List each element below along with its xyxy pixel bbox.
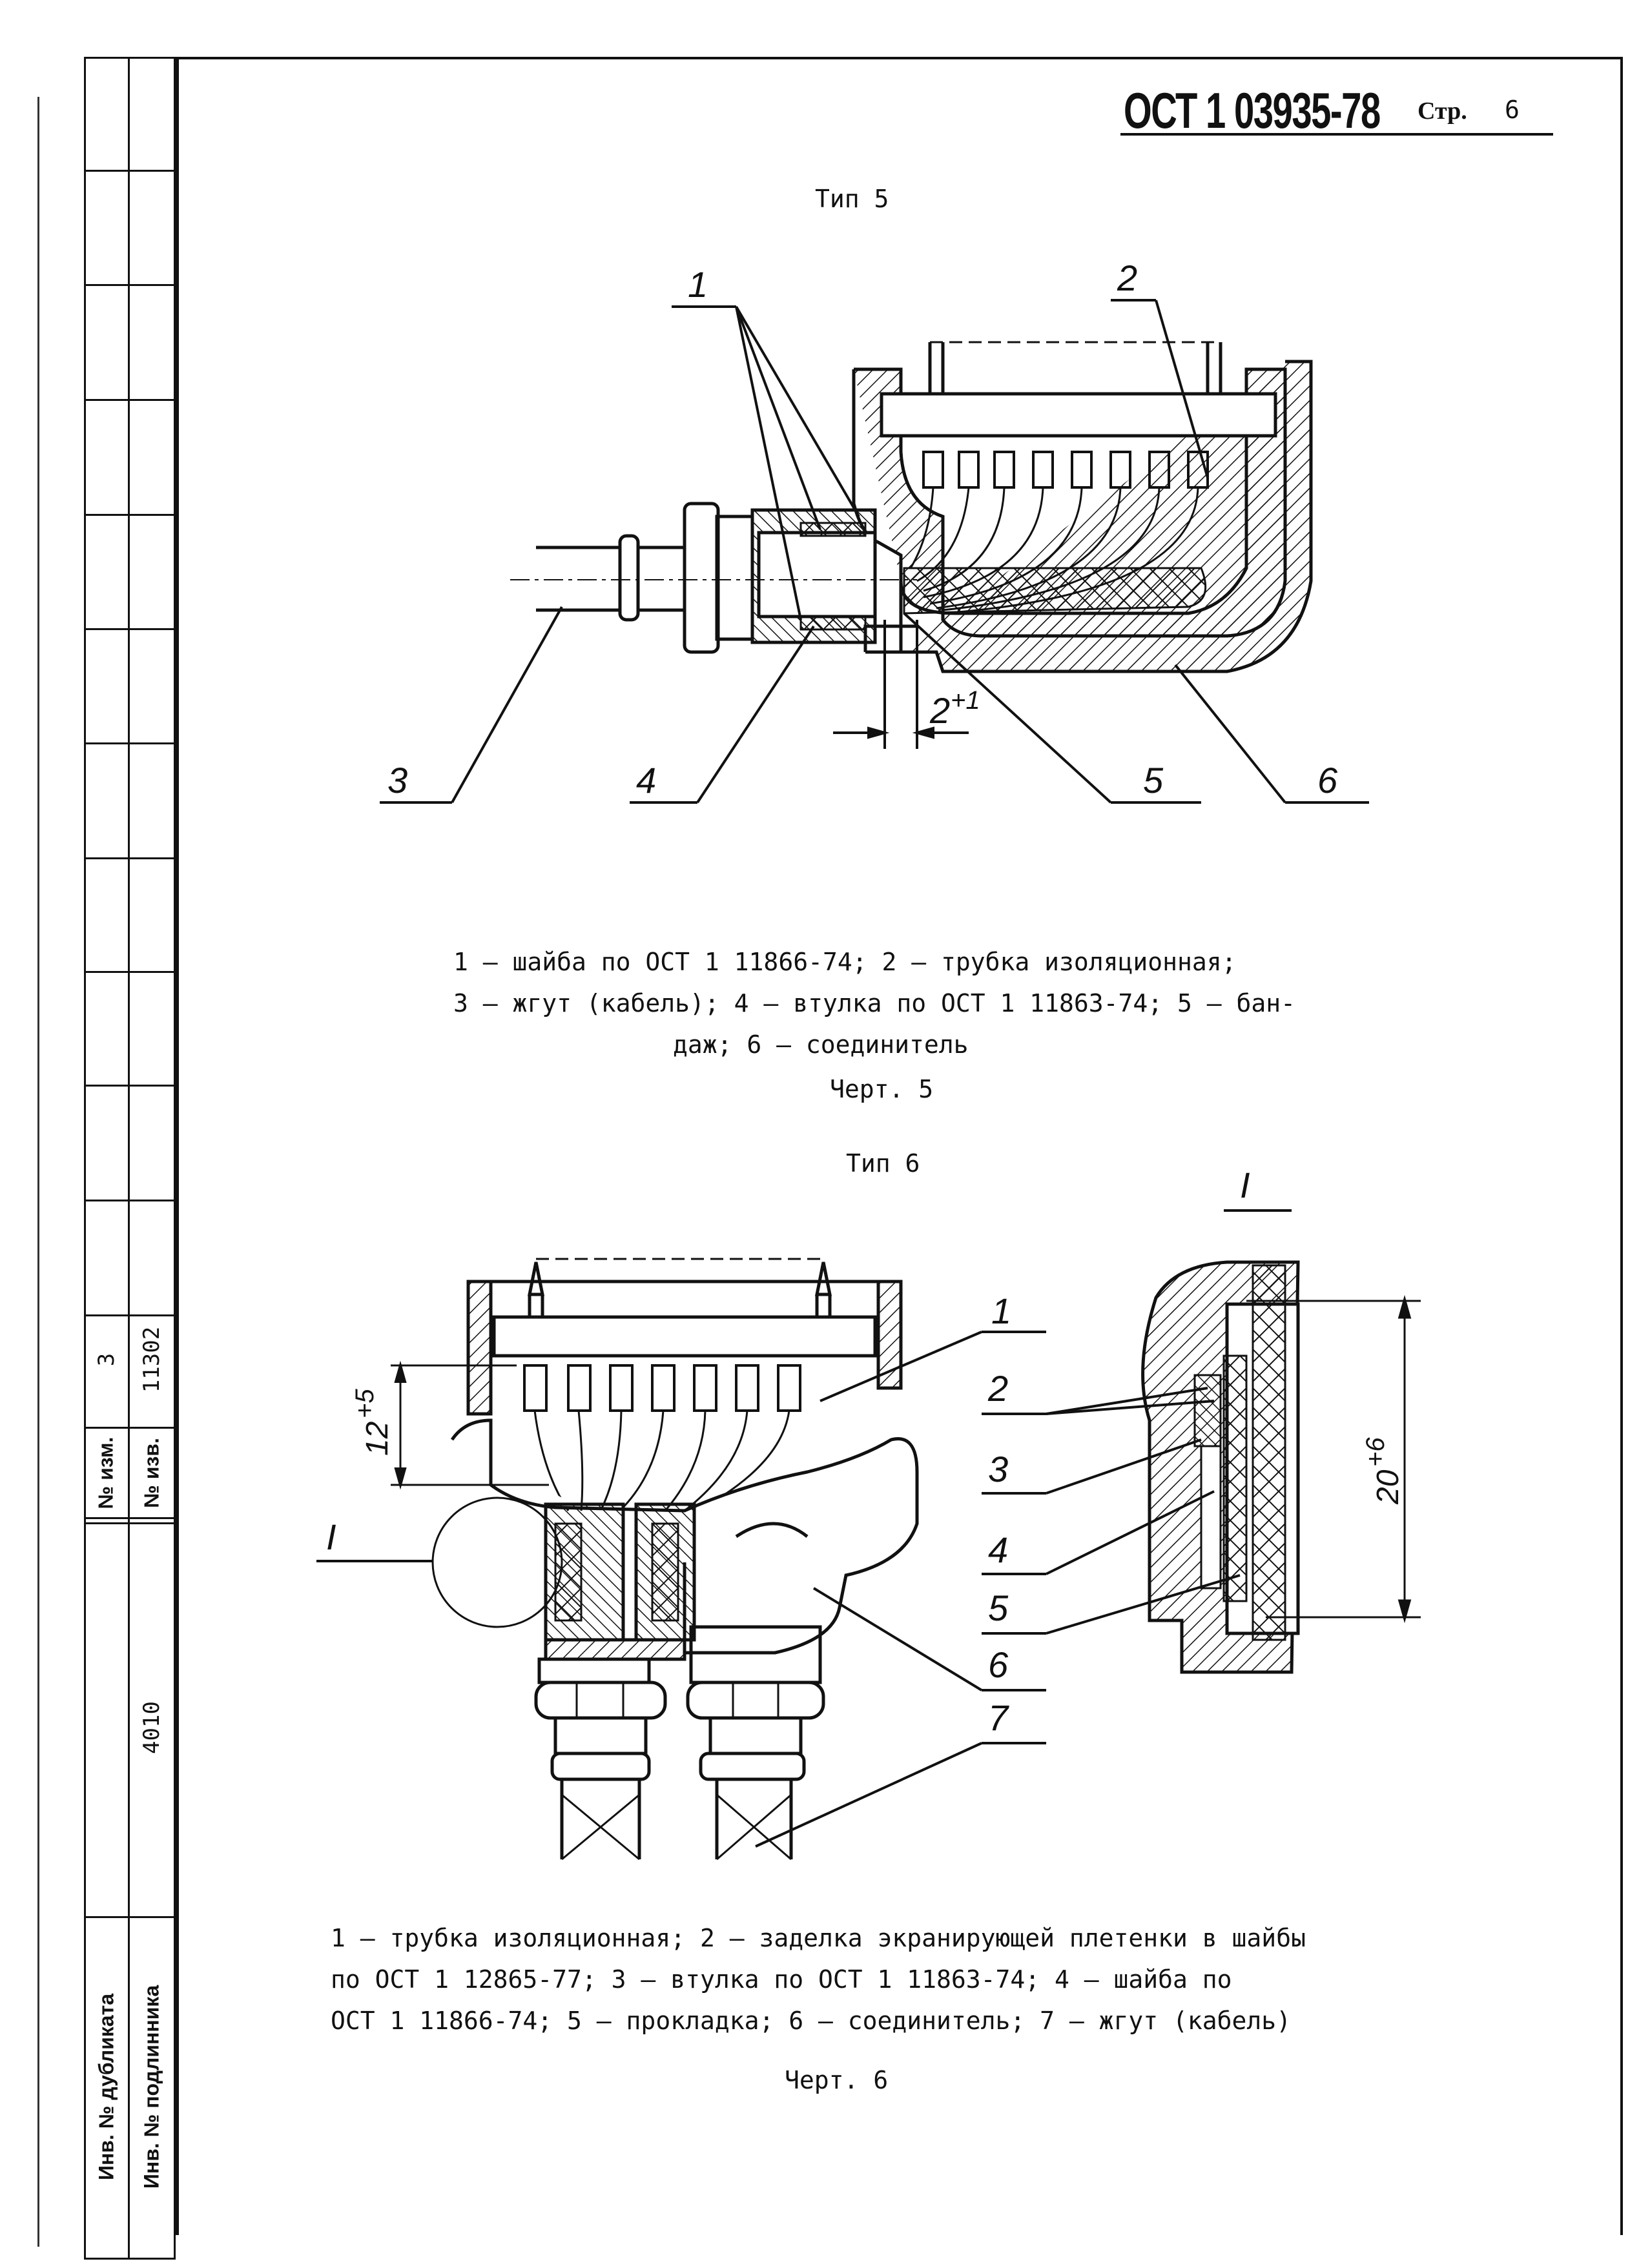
svg-text:6: 6 (1317, 760, 1338, 801)
svg-text:3: 3 (387, 760, 407, 801)
detail-I-view (1141, 1260, 1421, 1674)
caption-type6-line-1: 1 – трубка изоляционная; 2 – заделка экр… (331, 1924, 1306, 1952)
connector-body-type5 (852, 341, 1313, 673)
figure-6-label: Черт. 6 (785, 2066, 889, 2094)
cable-assembly-type5 (510, 502, 917, 654)
title-block-sidebar: № изм. 3 № изв. 11302 4010 Инв. № дублик… (84, 57, 176, 2260)
svg-text:7: 7 (988, 1697, 1009, 1738)
binding-edge-line (37, 97, 39, 2247)
svg-text:2: 2 (929, 690, 950, 731)
connector-body-type6 (431, 1258, 919, 1861)
page-number: 6 (1505, 96, 1520, 124)
svg-text:5: 5 (988, 1588, 1009, 1628)
svg-text:+1: +1 (951, 686, 980, 715)
svg-text:2: 2 (987, 1368, 1008, 1409)
svg-text:4: 4 (988, 1529, 1008, 1570)
caption-type5-line-1: 1 – шайба по ОСТ 1 11866-74; 2 – трубка … (453, 948, 1237, 976)
svg-text:+5: +5 (351, 1389, 379, 1418)
page-label: Стр. (1418, 97, 1467, 125)
svg-text:6: 6 (988, 1644, 1009, 1685)
caption-type5-line-2: 3 – жгут (кабель); 4 – втулка по ОСТ 1 1… (453, 989, 1296, 1017)
svg-text:12: 12 (360, 1422, 395, 1456)
svg-text:1: 1 (688, 264, 708, 305)
svg-text:I: I (1240, 1165, 1250, 1205)
callout-numbers-type5: 1 2 3 4 5 6 2 +1 (387, 258, 1338, 801)
svg-text:+6: +6 (1361, 1437, 1390, 1467)
caption-type6-line-3: ОСТ 1 11866-74; 5 – прокладка; 6 – соеди… (331, 2007, 1292, 2035)
svg-text:4: 4 (636, 760, 656, 801)
type-6-label: Тип 6 (846, 1149, 920, 1178)
callout-numbers-type6: 1 2 3 4 5 6 7 I I 12 +5 20 +6 (326, 1165, 1405, 1738)
callout-lines-type5 (380, 299, 1369, 804)
sidebar-border-right (174, 57, 176, 2260)
header-underline (1120, 133, 1553, 136)
caption-type6-line-2: по ОСТ 1 12865-77; 3 – втулка по ОСТ 1 1… (331, 1965, 1232, 1994)
caption-type5-line-3: даж; 6 – соединитель (673, 1030, 969, 1059)
sidebar-divider (128, 57, 130, 2260)
type-5-label: Тип 5 (815, 185, 889, 213)
svg-text:2: 2 (1117, 258, 1137, 298)
drawing-frame (176, 57, 1623, 2235)
callout-lines-type6 (316, 1209, 1292, 1848)
svg-text:20: 20 (1371, 1469, 1405, 1505)
sidebar-border-left (84, 57, 86, 2260)
document-header: ОСТ 1 03935-78 (1124, 81, 1480, 140)
svg-text:5: 5 (1143, 760, 1164, 801)
svg-text:I: I (326, 1517, 336, 1557)
svg-text:3: 3 (988, 1449, 1008, 1489)
svg-text:1: 1 (991, 1291, 1011, 1331)
figure-5-label: Черт. 5 (830, 1075, 934, 1103)
document-number: ОСТ 1 03935-78 (1124, 82, 1381, 139)
